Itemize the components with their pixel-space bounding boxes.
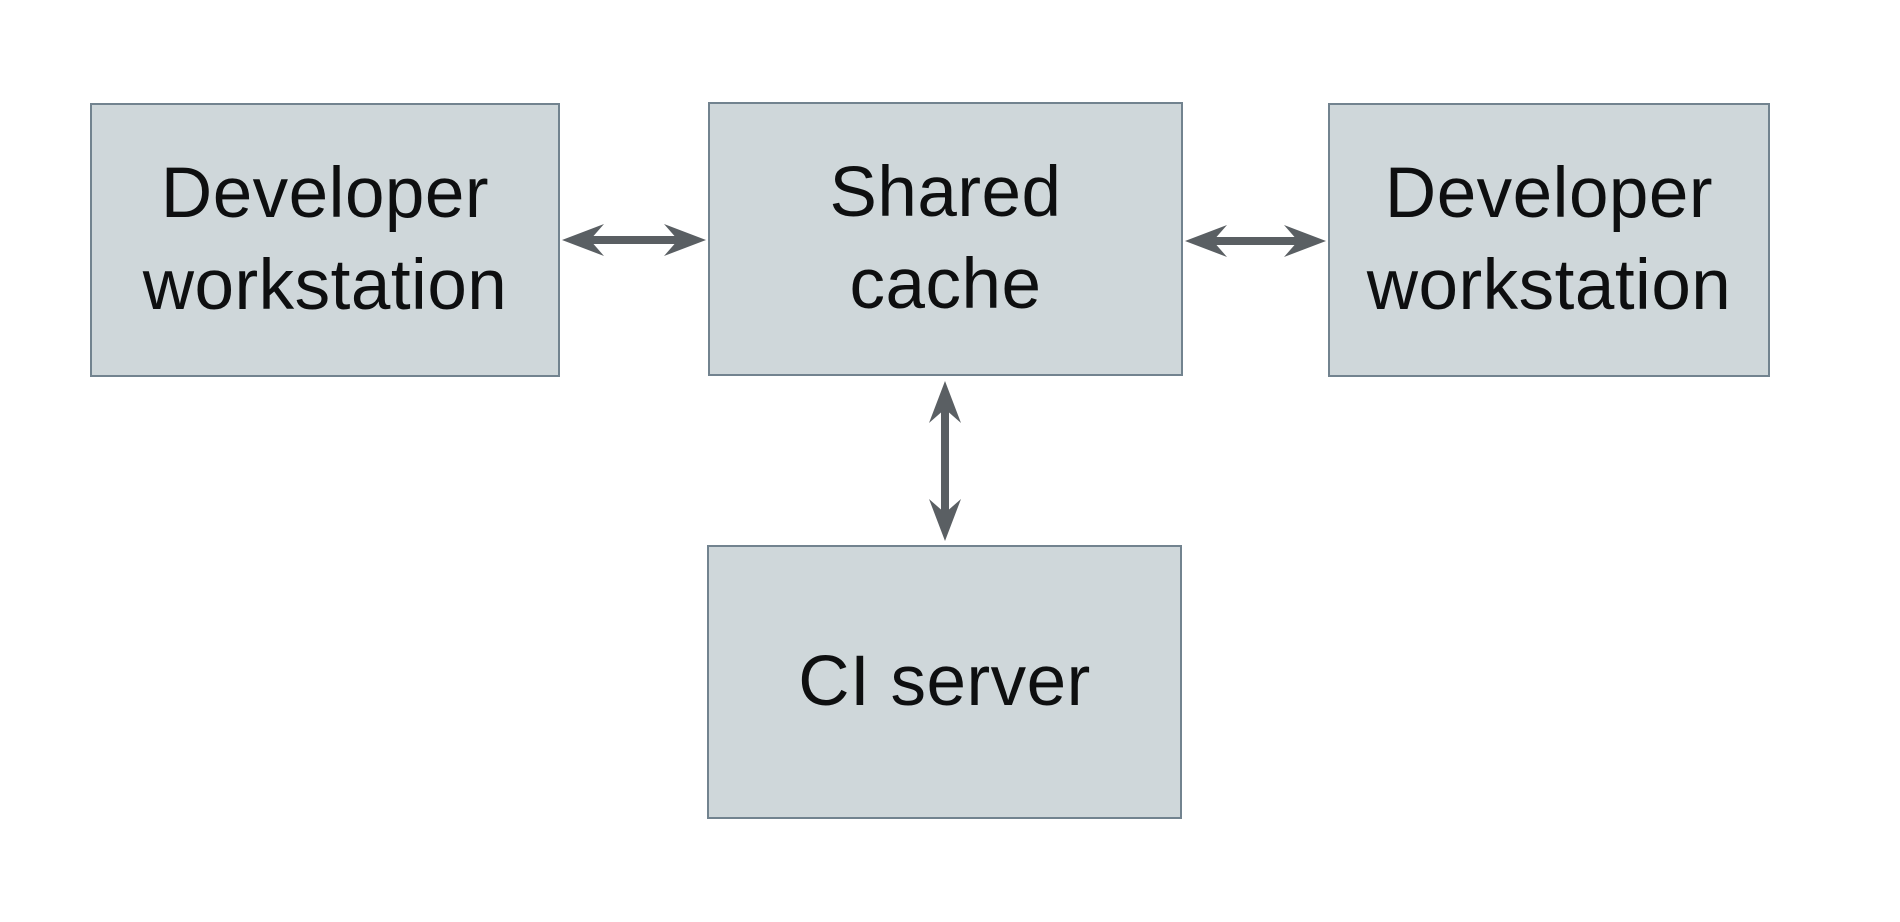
node-label-line: workstation bbox=[142, 246, 508, 325]
edge-shared-cache-ci-server bbox=[929, 381, 961, 541]
node-label-line: CI server bbox=[798, 642, 1091, 721]
arrowhead-down-icon bbox=[929, 499, 961, 541]
node-label-line: workstation bbox=[1366, 246, 1732, 325]
node-developer-workstation-right: Developer workstation bbox=[1328, 103, 1770, 377]
node-developer-workstation-left: Developer workstation bbox=[90, 103, 560, 377]
node-label-line: Shared bbox=[829, 153, 1062, 232]
edge-left-workstation-shared-cache bbox=[562, 224, 706, 256]
arrowhead-up-icon bbox=[929, 381, 961, 423]
node-label-line: cache bbox=[849, 245, 1042, 324]
edge-shared-cache-right-workstation bbox=[1185, 225, 1326, 257]
arrowhead-right-icon bbox=[664, 224, 706, 256]
node-label-line: Developer bbox=[1384, 154, 1714, 233]
arrowhead-left-icon bbox=[562, 224, 604, 256]
node-ci-server: CI server bbox=[707, 545, 1182, 819]
arrowhead-right-icon bbox=[1284, 225, 1326, 257]
arrowhead-left-icon bbox=[1185, 225, 1227, 257]
node-label-line: Developer bbox=[160, 154, 490, 233]
node-shared-cache: Shared cache bbox=[708, 102, 1183, 376]
